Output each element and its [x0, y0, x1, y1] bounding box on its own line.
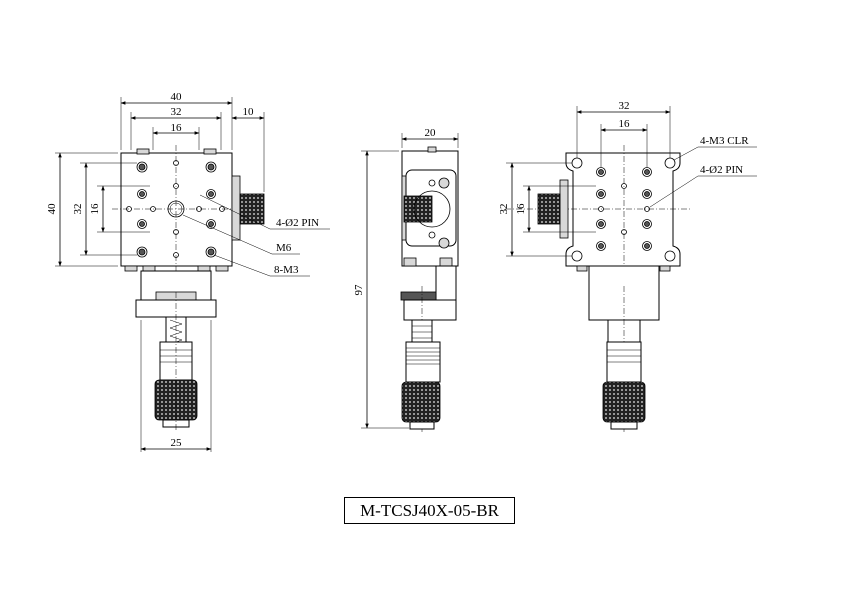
- model-title: M-TCSJ40X-05-BR: [344, 497, 515, 524]
- front-dim-v16: 16: [89, 203, 101, 215]
- front-dim-v32: 32: [72, 204, 84, 215]
- front-dim-16: 16: [171, 122, 183, 134]
- front-callout-m3: 8-M3: [274, 264, 299, 276]
- front-dim-knob: 10: [243, 106, 255, 118]
- side-dim-height: 97: [353, 284, 365, 296]
- bottom-dim-v16: 16: [515, 203, 527, 215]
- m3-screw-holes: [136, 161, 217, 258]
- front-dim-bottom: 25: [171, 437, 183, 449]
- lock-knob: [231, 175, 265, 241]
- bottom-callout-clr: 4-M3 CLR: [700, 135, 749, 147]
- front-callout-pin: 4-Ø2 PIN: [276, 217, 319, 229]
- front-stage-body: [120, 152, 233, 267]
- front-dim-32: 32: [171, 106, 182, 118]
- bottom-view: 32 16 32 16 4-M3 CLR 4-Ø2 PIN: [498, 100, 757, 432]
- bottom-dim-32: 32: [619, 100, 630, 112]
- front-callout-m6: M6: [276, 242, 292, 254]
- m6-center-hole: [167, 200, 185, 218]
- pin-holes: [126, 160, 225, 258]
- bottom-lock-knob: [537, 179, 569, 239]
- side-view: 20 97: [353, 127, 459, 432]
- side-micrometer: [401, 319, 441, 430]
- front-view: 40 32 16 10 40 32 16 25 4-Ø2 PIN: [46, 91, 330, 452]
- bottom-stage-body: [565, 152, 681, 267]
- bottom-micrometer: [602, 341, 646, 430]
- bottom-callout-pin: 4-Ø2 PIN: [700, 164, 743, 176]
- bottom-dim-v32: 32: [498, 204, 510, 215]
- bottom-dim-16: 16: [619, 118, 631, 130]
- side-dim-width: 20: [425, 127, 437, 139]
- front-dim-width: 40: [171, 91, 183, 103]
- front-dim-height: 40: [46, 203, 58, 215]
